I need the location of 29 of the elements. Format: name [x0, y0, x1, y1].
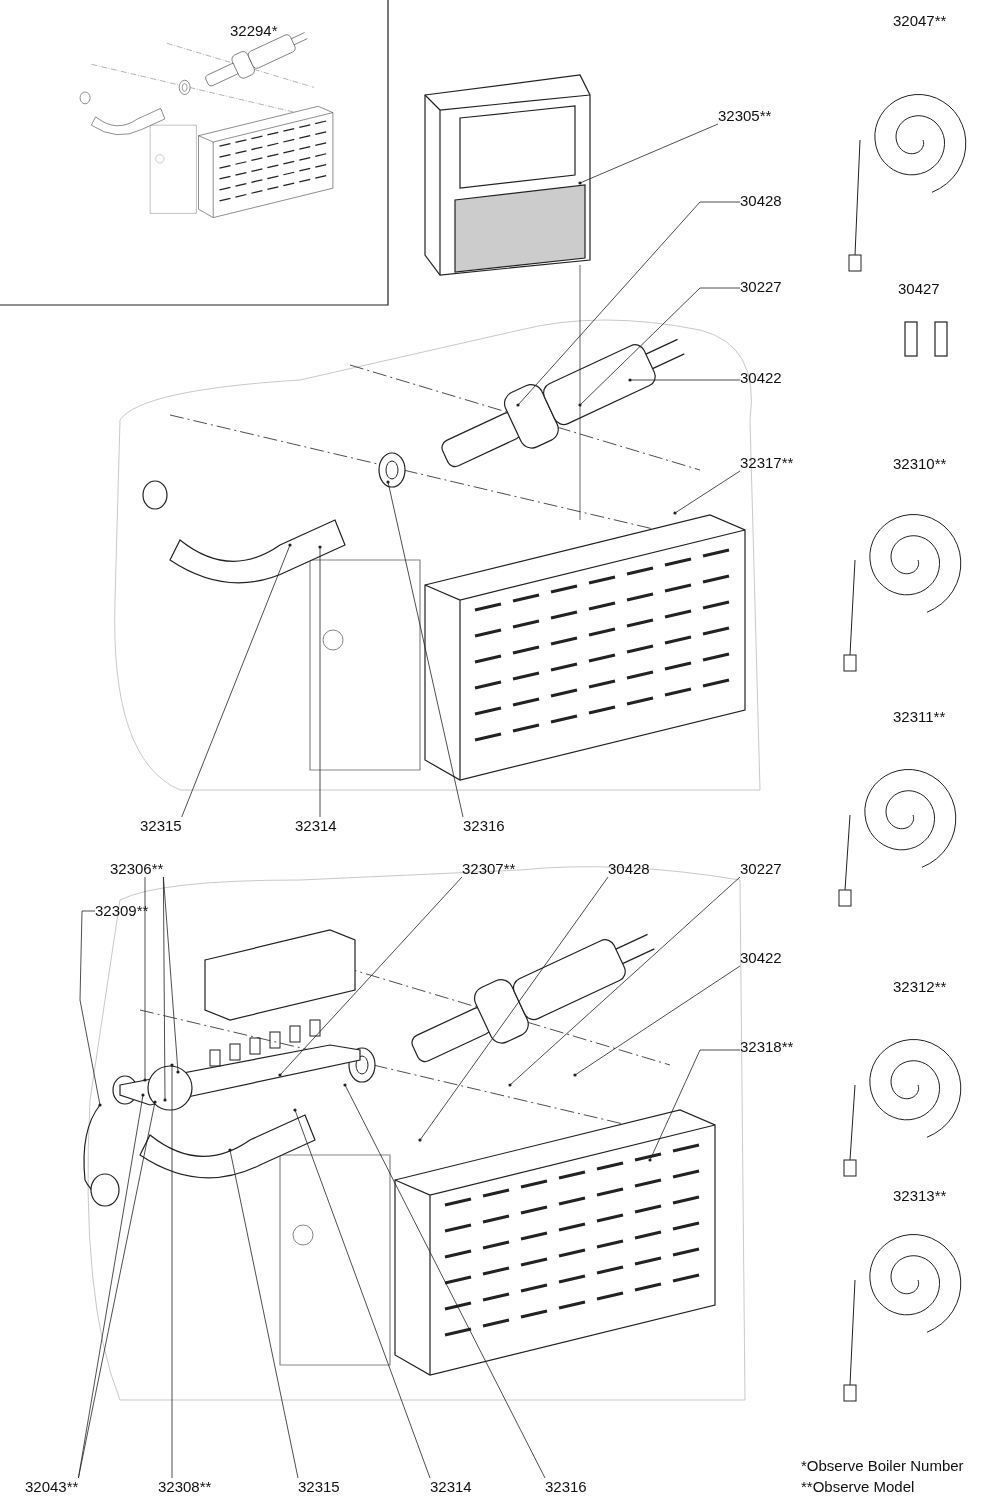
part-number: 32047**	[893, 12, 947, 29]
footnote-text: *Observe Boiler Number	[801, 1457, 964, 1474]
callout-number: 32314	[295, 817, 337, 834]
part-number: 30427	[898, 280, 940, 297]
callout-number: 30227	[740, 278, 782, 295]
callout-number: 32043**	[25, 1478, 79, 1495]
callout-number: 32316	[545, 1478, 587, 1495]
part-number: 32313**	[893, 1187, 947, 1204]
callout-number: 30227	[740, 860, 782, 877]
callout-number: 32315	[140, 817, 182, 834]
callout-number: 30422	[740, 949, 782, 966]
callout-number: 32318**	[740, 1038, 794, 1055]
callout-number: 32306**	[110, 860, 164, 877]
callout-number: 32315	[298, 1478, 340, 1495]
part-number: 32312**	[893, 978, 947, 995]
callout-number: 30428	[740, 192, 782, 209]
callout-number: 32316	[463, 817, 505, 834]
callout-number: 32305**	[718, 107, 772, 124]
callout-number: 32308**	[158, 1478, 212, 1495]
callout-number: 32317**	[740, 454, 794, 471]
part-number: 32294*	[230, 22, 278, 39]
callout-number: 32314	[430, 1478, 472, 1495]
callout-number: 32309**	[95, 902, 149, 919]
callout-number: 30428	[608, 860, 650, 877]
part-number: 32310**	[893, 455, 947, 472]
footnote-text: **Observe Model	[801, 1478, 915, 1495]
callout-number: 30422	[740, 369, 782, 386]
part-number: 32311**	[893, 708, 946, 725]
callout-number: 32307**	[462, 860, 516, 877]
